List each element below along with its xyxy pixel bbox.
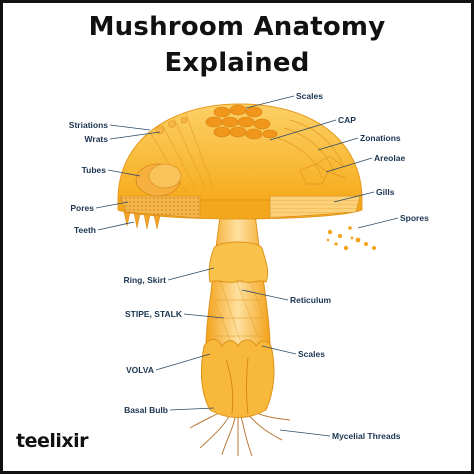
volva [201,338,275,418]
label-cap: CAP [338,115,356,125]
leader-lines [95,95,399,437]
title-line-2: Explained [164,48,310,78]
label-gills: Gills [376,187,395,197]
label-areolae: Areolae [374,153,405,163]
ring-skirt [208,241,269,283]
label-tubes: Tubes [82,165,107,175]
label-volva: VOLVA [126,365,154,375]
label-reticulum: Reticulum [290,295,332,305]
spores [326,226,376,251]
title-line-1: Mushroom Anatomy [88,12,386,42]
tubes-detail [135,163,182,197]
brand-logo: teelixir [16,430,89,452]
label-striations: Striations [69,120,108,130]
label-ring-skirt: Ring, Skirt [123,275,166,285]
label-mycelial-threads: Mycelial Threads [332,431,401,441]
label-scales-top: Scales [296,91,323,101]
mushroom-cap [117,103,363,230]
label-spores: Spores [400,213,429,223]
label-zonations: Zonations [360,133,401,143]
label-teeth: Teeth [74,225,96,235]
label-stipe-stalk: STIPE, STALK [125,309,183,319]
label-pores: Pores [70,203,94,213]
label-scales-lower: Scales [298,349,325,359]
label-basal-bulb: Basal Bulb [124,405,168,415]
label-wrats: Wrats [85,134,109,144]
